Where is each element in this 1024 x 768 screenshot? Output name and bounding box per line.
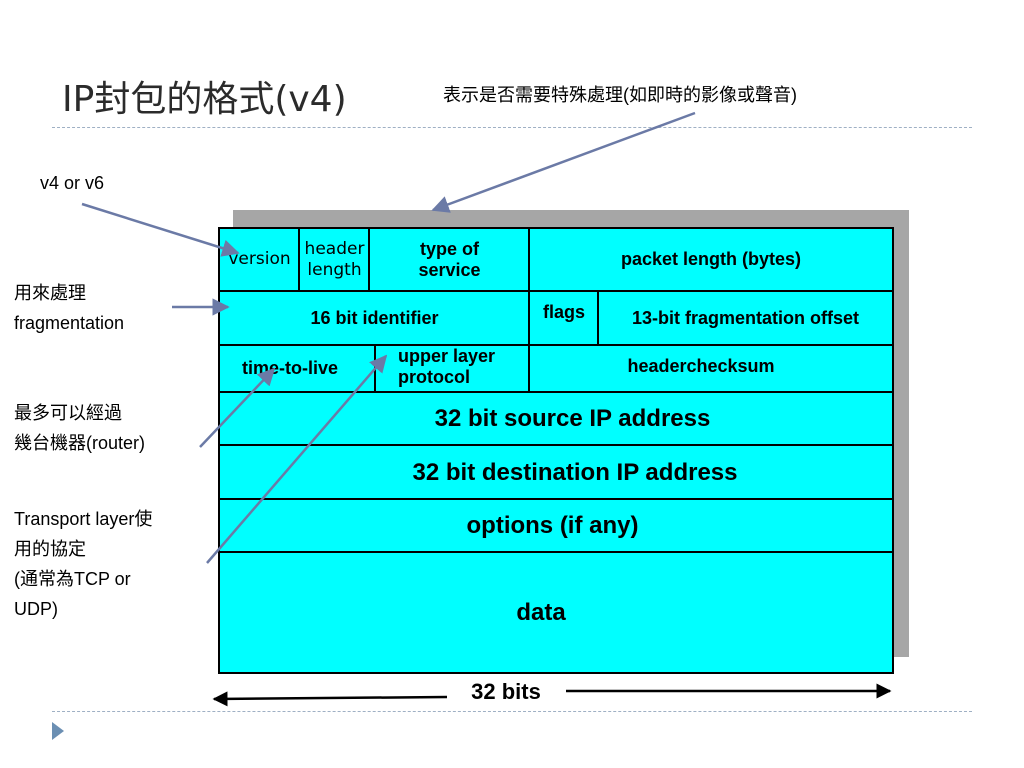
field-version: version — [228, 249, 291, 269]
protocol-annotation-line-3: (通常為TCP or — [14, 569, 131, 589]
row-divider-1 — [220, 290, 892, 292]
fragmentation-annotation-line-2: fragmentation — [14, 313, 125, 333]
protocol-annotation-line-2: 用的協定 — [14, 539, 86, 559]
col-divider-version — [298, 229, 300, 290]
width-arrow-left — [212, 691, 448, 707]
protocol-arrow — [206, 354, 388, 564]
row-divider-6 — [220, 551, 892, 553]
field-identifier: 16 bit identifier — [310, 307, 439, 328]
ttl-annotation: 最多可以經過 幾台機器(router) — [14, 398, 145, 458]
field-data: data — [516, 599, 566, 626]
field-source-ip: 32 bit source IP address — [434, 405, 711, 432]
field-flags: flags — [542, 301, 585, 322]
row-divider-3 — [220, 391, 892, 393]
ip-header-table: version header length type of service pa… — [218, 227, 894, 674]
field-type-of-service: type of service — [370, 229, 529, 290]
protocol-annotation: Transport layer使 用的協定 (通常為TCP or UDP) — [14, 504, 152, 624]
triangle-right-icon[interactable] — [52, 722, 64, 740]
tos-annotation: 表示是否需要特殊處理(如即時的影像或聲音) — [443, 85, 797, 105]
width-label: 32 bits — [471, 679, 541, 704]
field-fragment-offset: 13-bit fragmentation offset — [631, 307, 859, 328]
field-protocol-line-1: upper layer — [398, 345, 496, 366]
col-divider-tos — [528, 229, 530, 391]
field-tos-line-2: service — [418, 259, 481, 280]
row-divider-5 — [220, 498, 892, 500]
field-header-length-line-2: length — [307, 259, 362, 280]
field-protocol-line-2: protocol — [398, 366, 470, 387]
fragmentation-annotation-line-1: 用來處理 — [14, 283, 86, 303]
protocol-annotation-line-4: UDP) — [14, 599, 58, 619]
field-packet-length: packet length (bytes) — [620, 249, 802, 269]
field-options: options (if any) — [466, 512, 639, 539]
field-header-length: header length — [300, 229, 369, 290]
col-divider-header-length — [368, 229, 370, 290]
ttl-arrow — [199, 367, 276, 448]
top-divider — [52, 127, 972, 128]
ttl-annotation-line-2: 幾台機器(router) — [14, 433, 146, 453]
protocol-annotation-line-1: Transport layer使 — [14, 509, 153, 529]
ttl-annotation-line-1: 最多可以經過 — [14, 403, 122, 423]
page-title: IP封包的格式(v4) — [62, 79, 347, 120]
fragmentation-annotation: 用來處理 fragmentation — [14, 278, 124, 338]
version-annotation: v4 or v6 — [40, 173, 105, 193]
col-divider-flags — [597, 290, 599, 344]
field-upper-layer-protocol: upper layer protocol — [376, 342, 529, 391]
row-divider-4 — [220, 444, 892, 446]
version-arrow — [81, 202, 240, 257]
field-destination-ip: 32 bit destination IP address — [412, 458, 738, 486]
field-header-length-line-1: header — [304, 238, 365, 259]
field-header-checksum: headerchecksum — [627, 355, 775, 376]
tos-arrow — [431, 111, 696, 213]
bottom-divider — [52, 711, 972, 712]
row-divider-2 — [220, 344, 892, 346]
field-tos-line-1: type of — [419, 238, 479, 259]
